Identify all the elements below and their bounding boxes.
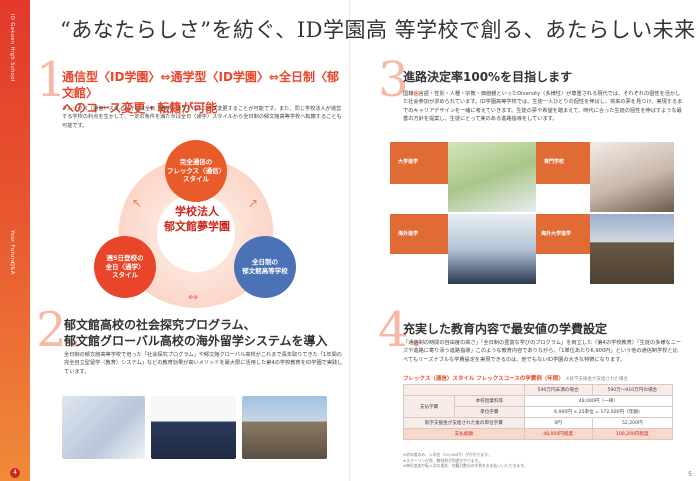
section1-body: フレックス〈通信〉スタイルからは全日〈通学〉スタイルへコース変更することが可能で… — [62, 106, 342, 129]
diagram-center-line1: 学校法人 — [175, 205, 219, 218]
section4-title: 充実した教育内容で最安値の学費設定 — [403, 322, 608, 336]
table-cell: 52,200円 — [591, 417, 674, 429]
diagram-flex-style-label: 完全通信の フレックス〈通信〉 スタイル — [166, 157, 226, 184]
diagram-flex-style: 完全通信の フレックス〈通信〉 スタイル — [165, 140, 227, 202]
table-cell: 就学支援金が支給された後の単位学費 — [403, 417, 525, 429]
photo-overseas-university — [590, 214, 674, 284]
fee-table-title-text: フレックス〈通信〉スタイル フレックスコースの学費例〈年間〉 — [403, 376, 564, 382]
sidebar-qa: Q&A — [9, 262, 15, 275]
fee-table-title: フレックス〈通信〉スタイル フレックスコースの学費例〈年間〉 ※就学支援金が支給… — [403, 374, 628, 382]
label-overseas-university: 海外大学進学 — [541, 231, 572, 237]
section3-title: 進路決定率100%を目指します — [403, 70, 573, 84]
section3-body: 国籍・言語・性別・人種・宗教・価値観といったDiversity〈多様性〉が尊重さ… — [403, 91, 683, 122]
photo-students — [151, 396, 236, 459]
fee-notes: ※初年度のみ、入学金〈50,000円〉がかかります。 ※スクーリング費、教材費が… — [403, 452, 528, 469]
course-transfer-diagram: ↖ ↗ ↔ 学校法人 郁文館夢学園 完全通信の フレックス〈通信〉 スタイル 週… — [76, 140, 316, 310]
table-header-cell: 590万〜910万円の場合 — [591, 384, 674, 396]
table-cell: 支払総額 — [403, 428, 525, 440]
page-headline: “あなたらしさ”を紡ぐ、ID学園高 等学校で創る、あたらしい未来 — [60, 18, 696, 42]
section2-title-line1: 郁文館高校の社会探究プログラム、 — [64, 318, 256, 332]
table-cell: 48,000円程度 — [523, 428, 593, 440]
photo-overseas — [448, 214, 536, 284]
label-vocational: 専門学校 — [544, 159, 565, 165]
page-number-right: 5 — [688, 471, 692, 478]
table-cell: 100,200円程度 — [591, 428, 674, 440]
section1-number: 1. — [36, 52, 82, 108]
table-row: 就学支援金が支給された後の単位学費 0円 52,200円 — [403, 417, 674, 429]
photo-university — [448, 142, 536, 212]
section4-body: 「通信制の時間の自由度の高さ」「全日制の豊富な学びのプログラム」を両立した〈第4… — [403, 340, 682, 363]
label-block-university: 大学進学 — [390, 142, 448, 184]
page-fold — [349, 0, 350, 481]
arrow-icon: ↖ — [132, 196, 143, 210]
label-block-vocational: 専門学校 — [536, 142, 590, 184]
diagram-center: 学校法人 郁文館夢学園 — [152, 204, 242, 235]
arrow-icon: ↔ — [188, 290, 199, 304]
section1-title-line1: 通信型〈ID学園〉⇔通学型〈ID学園〉⇔全日制〈郁文館〉 — [62, 70, 339, 100]
photo-campus — [242, 396, 327, 459]
table-header-cell — [403, 384, 525, 396]
table-cell: 支払学費 — [402, 395, 456, 418]
diagram-ikubunkan: 全日制の 郁文館高等学校 — [234, 236, 296, 298]
diagram-fullday-style: 週5日登校の 全日〈通学〉 スタイル — [94, 236, 156, 298]
label-overseas: 海外進学 — [398, 231, 419, 237]
section2-title: 郁文館高校の社会探究プログラム、 郁文館グローバル高校の海外留学システムを導入 — [64, 318, 344, 349]
table-header-cell: 590万円未満の場合 — [523, 384, 593, 396]
section1-title-line2: へのコース変更・転籍が可能 — [62, 101, 218, 116]
label-block-overseas: 海外進学 — [390, 214, 448, 254]
table-row: 支払学費 本校授業料等 48,000円〈一律〉 — [402, 395, 674, 418]
section1-title: 通信型〈ID学園〉⇔通学型〈ID学園〉⇔全日制〈郁文館〉 へのコース変更・転籍が… — [62, 70, 342, 117]
table-header-row: 590万円未満の場合 590万〜910万円の場合 — [403, 384, 674, 396]
section2-number: 2. — [36, 302, 82, 358]
section2-body: 全日制の郁文館高等学校で培った「社会探究プログラム」や郁文館グローバル高校がこれ… — [64, 352, 343, 375]
diagram-ikubunkan-label: 全日制の 郁文館高等学校 — [242, 258, 288, 275]
table-cell: 48,000円〈一律〉 — [523, 395, 674, 407]
sidebar-school-name: ID Gakuen High School — [9, 14, 15, 82]
fee-table: 590万円未満の場合 590万〜910万円の場合 支払学費 本校授業料等 48,… — [402, 384, 674, 440]
photo-vocational — [590, 142, 674, 212]
fee-table-note: ※就学支援金が支給された場合 — [565, 377, 629, 382]
section3-number: 3. — [378, 52, 424, 108]
table-row: 支払総額 48,000円程度 100,200円程度 — [403, 428, 674, 440]
label-block-overseas-university: 海外大学進学 — [536, 214, 590, 254]
table-cell: 単位学費 — [454, 406, 525, 418]
sidebar-your-future: Your Future — [9, 230, 15, 264]
page-number-left: 4 — [10, 468, 20, 478]
table-cell: 0円 — [523, 417, 593, 429]
arrow-icon: ↗ — [248, 196, 259, 210]
section2-title-line2: 郁文館グローバル高校の海外留学システムを導入 — [64, 333, 328, 348]
diagram-center-line2: 郁文館夢学園 — [164, 220, 230, 234]
photo-textbooks — [62, 396, 145, 459]
section4-number: 4. — [378, 302, 424, 358]
table-cell: 本校授業料等 — [454, 395, 525, 407]
diagram-fullday-style-label: 週5日登校の 全日〈通学〉 スタイル — [105, 253, 145, 280]
table-cell: 6,900円 × 25単位 = 172,500円〈年額〉 — [523, 406, 674, 418]
sidebar: ID Gakuen High School Your Future Q&A 4 — [0, 0, 30, 481]
label-university: 大学進学 — [398, 159, 419, 165]
